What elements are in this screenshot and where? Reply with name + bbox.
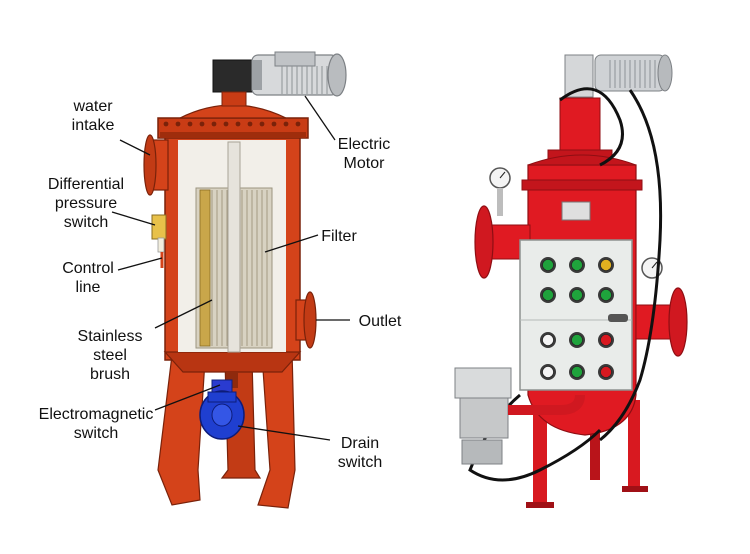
cutaway-filter xyxy=(143,51,347,509)
pressure-switch xyxy=(151,214,167,240)
label-line: Differential xyxy=(47,176,125,193)
label-electric-motor: Electric Motor xyxy=(330,135,398,173)
product-actuator xyxy=(454,367,512,399)
label-control-line: Control line xyxy=(54,259,122,297)
panel-lamp-green xyxy=(571,259,583,271)
intake-flange xyxy=(143,134,157,196)
panel-lamp-red xyxy=(600,334,612,346)
filter-bottom-cone xyxy=(163,351,302,373)
leader-pressure-switch xyxy=(111,211,156,226)
label-line: Drain xyxy=(340,435,380,452)
leader-filter xyxy=(264,234,319,253)
leader-brush xyxy=(154,299,213,329)
flange-bolt xyxy=(199,121,205,127)
cable-right xyxy=(599,89,663,442)
leader-control-line xyxy=(117,257,163,271)
label-stainless-steel-brush: Stainless steel brush xyxy=(64,327,156,384)
label-line: Filter xyxy=(321,228,357,245)
label-line: Motor xyxy=(343,155,385,172)
electric-motor xyxy=(251,51,347,97)
pressure-switch-body xyxy=(157,237,165,253)
filter-top-cap xyxy=(179,104,287,119)
product-leg-left xyxy=(533,410,547,505)
product-leg-back xyxy=(590,420,600,480)
flange-bolt xyxy=(247,121,253,127)
label-line: brush xyxy=(89,366,131,383)
center-shaft xyxy=(227,141,241,353)
electromagnetic-switch-body xyxy=(211,379,233,393)
flange-bolt xyxy=(187,121,193,127)
label-electromagnetic-switch: Electromagnetic switch xyxy=(24,405,168,443)
panel-lamp-green xyxy=(571,289,583,301)
label-line: switch xyxy=(337,454,383,471)
leader-motor xyxy=(304,95,336,141)
product-filter xyxy=(454,54,688,508)
label-line: Outlet xyxy=(358,313,402,330)
label-line: steel xyxy=(93,347,127,364)
panel-lamp-green xyxy=(571,366,583,378)
panel-lamp-yellow xyxy=(600,259,612,271)
filter-top-flange-inner xyxy=(160,132,306,138)
label-outlet: Outlet xyxy=(350,312,410,331)
product-inlet-flange xyxy=(474,205,494,279)
leader-electromagnetic xyxy=(154,384,221,411)
panel-lamp-red xyxy=(600,366,612,378)
panel-lamp-green xyxy=(542,259,554,271)
filter-leg-right xyxy=(257,349,296,509)
label-line: water xyxy=(73,98,113,115)
panel-lamp-green xyxy=(571,334,583,346)
flange-bolt xyxy=(259,121,265,127)
gearbox-collar xyxy=(221,91,247,107)
label-line: Electromagnetic xyxy=(38,406,154,423)
label-drain-switch: Drain switch xyxy=(330,434,390,472)
panel-lamp-green xyxy=(600,289,612,301)
gearbox xyxy=(212,59,256,93)
flange-bolt xyxy=(163,121,169,127)
label-line: switch xyxy=(73,425,119,442)
flange-bolt xyxy=(235,121,241,127)
panel-handle xyxy=(608,314,628,322)
leader-drain xyxy=(237,425,331,441)
panel-lamp-green xyxy=(542,289,554,301)
product-top-column xyxy=(559,97,601,159)
label-differential-pressure-switch: Differential pressure switch xyxy=(36,175,136,232)
flange-bolt xyxy=(295,121,301,127)
flange-bolt xyxy=(211,121,217,127)
drain-valve-hub xyxy=(211,403,233,427)
outlet-flange xyxy=(303,291,317,349)
panel-lamp-white xyxy=(542,334,554,346)
flange-bolt xyxy=(223,121,229,127)
leader-lines xyxy=(111,95,350,441)
panel-lamp-white xyxy=(542,366,554,378)
label-line: Control xyxy=(62,260,114,277)
label-line: Stainless xyxy=(77,328,143,345)
label-line: intake xyxy=(71,117,115,134)
product-outlet-flange xyxy=(668,287,688,357)
leader-water-intake xyxy=(119,139,151,156)
label-line: switch xyxy=(63,214,109,231)
drain-valve-top xyxy=(207,391,237,403)
brush-strip xyxy=(199,189,211,347)
label-line: line xyxy=(75,279,101,296)
nameplate xyxy=(561,201,591,221)
label-filter: Filter xyxy=(314,227,364,246)
label-water-intake: water intake xyxy=(66,97,120,135)
flange-bolt xyxy=(283,121,289,127)
product-leg-right xyxy=(628,400,640,488)
label-line: pressure xyxy=(54,195,118,212)
flange-bolt xyxy=(271,121,277,127)
label-line: Electric xyxy=(337,136,391,153)
flange-bolt xyxy=(175,121,181,127)
